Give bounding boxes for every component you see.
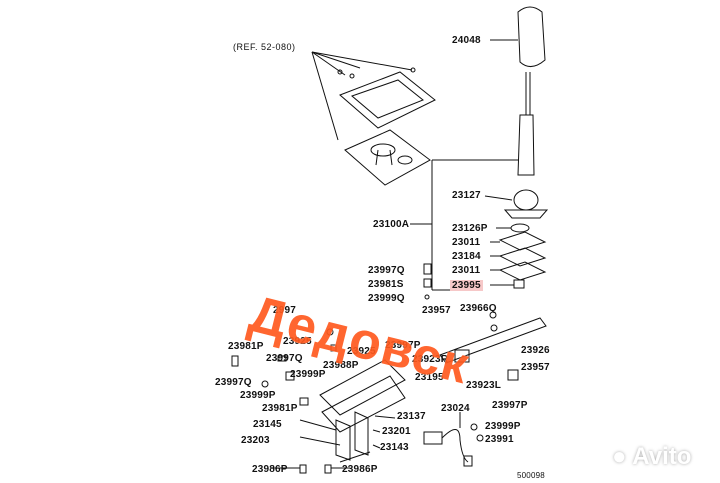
- part-label-23145: 23145: [253, 419, 282, 430]
- part-label-23100a: 23100A: [373, 219, 410, 230]
- part-label-23995: 23995: [450, 280, 483, 291]
- part-label-23011-b: 23011: [452, 265, 481, 276]
- selector-shaft: [439, 311, 547, 381]
- part-label-2997: 2997: [273, 305, 297, 316]
- part-label-23011-a: 23011: [452, 237, 481, 248]
- part-label-23999p-c: 23999P: [485, 421, 521, 432]
- part-label-23195: 23195: [415, 372, 444, 383]
- part-label-23957-a: 23957: [422, 305, 451, 316]
- part-label-23024: 23024: [441, 403, 470, 414]
- part-label-23981p-a: 23981P: [228, 341, 264, 352]
- part-label-23184: 23184: [452, 251, 481, 262]
- part-label-23997q: 23997Q: [368, 265, 405, 276]
- shift-lever: [503, 114, 549, 219]
- part-label-23127: 23127: [452, 190, 481, 201]
- part-label-23926: 23926: [521, 345, 550, 356]
- part-label-23143: 23143: [380, 442, 409, 453]
- part-label-23981s: 23981S: [368, 279, 404, 290]
- parts-diagram: [205, 0, 575, 483]
- part-label-23966q: 23966Q: [460, 303, 497, 314]
- part-label-23997p: 23997P: [385, 340, 421, 351]
- right-margin: [575, 0, 720, 483]
- shift-knob: [517, 6, 546, 115]
- part-label-23957-b: 23957: [521, 362, 550, 373]
- diagram-code: 500098: [517, 471, 545, 480]
- avito-dots-icon: ●: [612, 443, 627, 470]
- ref-label: (REF. 52-080): [233, 42, 296, 52]
- part-label-23126p: 23126P: [452, 223, 488, 234]
- part-label-23999p-b: 23999P: [240, 390, 276, 401]
- part-label-23988p: 23988P: [323, 360, 359, 371]
- part-label-23986p-a: 23986P: [252, 464, 288, 475]
- small-fasteners: [231, 263, 432, 474]
- left-margin: [0, 0, 205, 483]
- part-label-23201: 23201: [382, 426, 411, 437]
- part-label-24048: 24048: [452, 35, 481, 46]
- part-label-23986p-b: 23986P: [342, 464, 378, 475]
- gear-shift-housing: [299, 359, 406, 463]
- part-label-23997q-c: 23997Q: [215, 377, 252, 388]
- plate-stack: [498, 223, 547, 289]
- part-label-23925-a: 23925: [283, 336, 312, 347]
- avito-logo: ● Avito: [612, 443, 692, 470]
- shift-boot: [344, 129, 431, 186]
- part-label-23981p-b: 23981P: [262, 403, 298, 414]
- sensor-harness: [423, 412, 484, 467]
- part-label-23923r: 23923R: [412, 354, 449, 365]
- part-label-23997q-b: 23997Q: [266, 353, 303, 364]
- part-label-23999p-a: 23999P: [290, 369, 326, 380]
- boot-gasket: [337, 67, 436, 129]
- assembly-bracket: [410, 39, 518, 291]
- ref-leader-lines: [311, 51, 413, 141]
- part-label-23997p-b: 23997P: [492, 400, 528, 411]
- part-label-23925-b: 23925: [347, 346, 376, 357]
- part-label-23923l: 23923L: [466, 380, 502, 391]
- part-label-23999q: 23999Q: [368, 293, 405, 304]
- part-label-23203: 23203: [241, 435, 270, 446]
- part-label-23991: 23991: [485, 434, 514, 445]
- part-label-23137: 23137: [397, 411, 426, 422]
